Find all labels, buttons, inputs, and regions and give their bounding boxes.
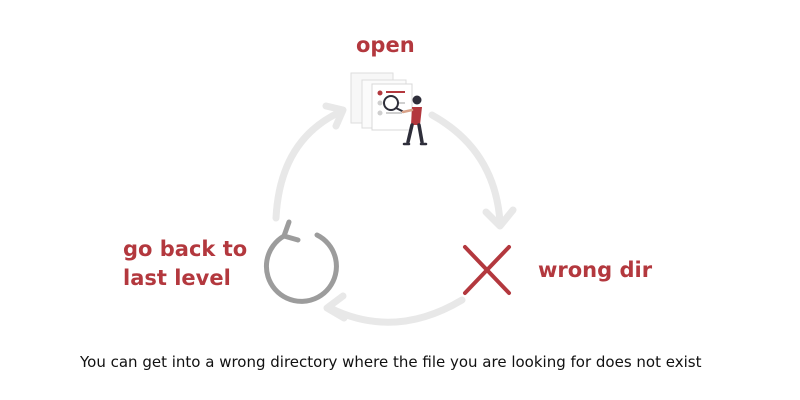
caption: You can get into a wrong directory where… xyxy=(80,353,702,371)
arrowhead-back-to-open xyxy=(322,102,347,130)
cycle-arrows xyxy=(272,102,517,326)
label-open: open xyxy=(356,33,415,57)
arrowhead-open-to-wrong xyxy=(482,206,517,230)
label-wrong-dir: wrong dir xyxy=(538,258,653,282)
arrow-back-to-open xyxy=(272,108,344,222)
label-go-back-line2: last level xyxy=(123,266,231,290)
arrow-wrong-to-back xyxy=(326,296,466,326)
arrow-open-to-wrong xyxy=(428,111,504,226)
arrowhead-wrong-to-back xyxy=(323,292,348,322)
label-go-back: go back to last level xyxy=(123,235,247,293)
x-mark-icon xyxy=(463,245,511,295)
document-search-person-icon xyxy=(350,72,428,146)
refresh-icon xyxy=(264,219,339,304)
label-go-back-line1: go back to xyxy=(123,237,248,261)
